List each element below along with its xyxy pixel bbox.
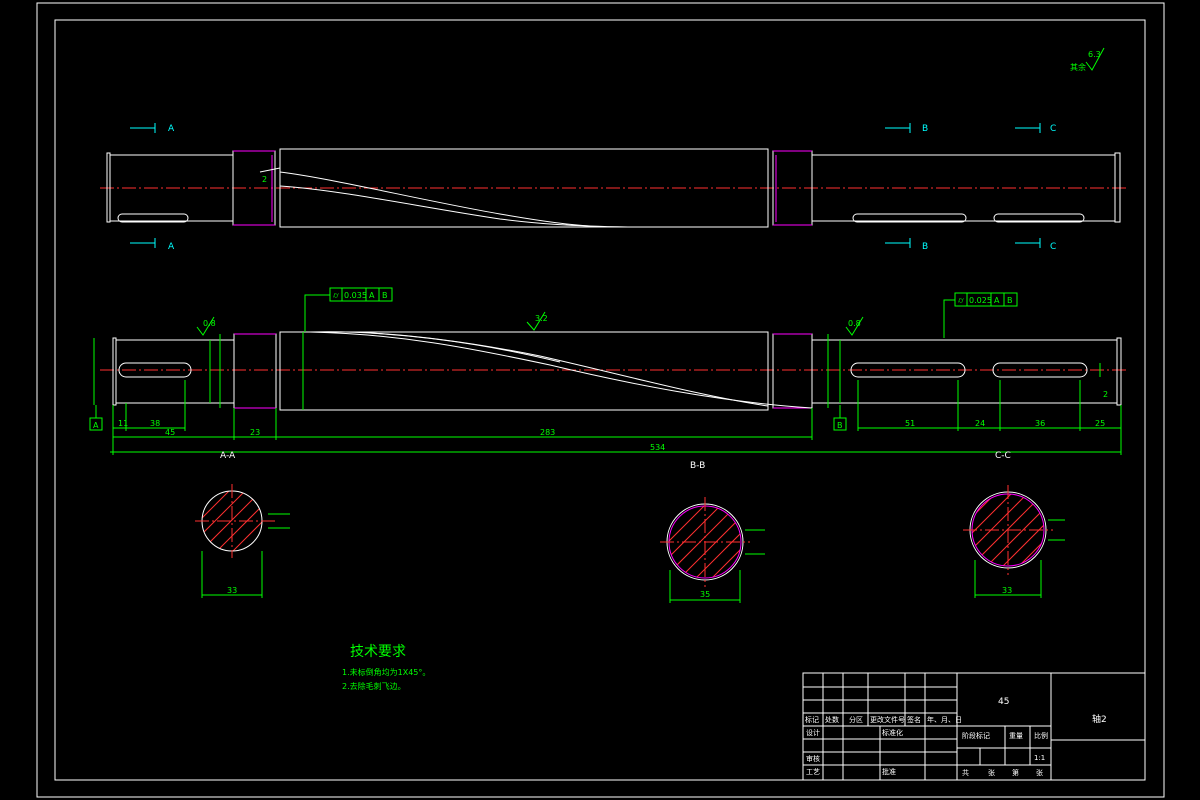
svg-text:11: 11 [118,419,128,428]
technical-notes: 技术要求 1.未标倒角均为1X45°。 2.去除毛刺飞边。 [342,644,430,691]
svg-text:工艺: 工艺 [806,768,820,776]
svg-text:A: A [168,124,175,134]
tolerance-frame-left: ⌭ 0.035 A B [304,287,393,332]
svg-text:C: C [1050,242,1056,252]
svg-text:36: 36 [1035,419,1045,428]
svg-text:张: 张 [1036,768,1043,777]
shaft-top-view: 2 [100,148,1128,228]
title-block: 45 轴2 标记 处数 分区 更改文件号 签名 年、月、日 设计 标准化 审核 … [802,672,1146,781]
svg-text:A-A: A-A [220,451,236,461]
svg-text:3.2: 3.2 [535,314,548,323]
svg-text:33: 33 [1002,586,1012,595]
svg-text:2.去除毛刺飞边。: 2.去除毛刺飞边。 [342,681,406,691]
svg-text:283: 283 [540,428,555,437]
svg-text:标记: 标记 [805,715,819,724]
material: 45 [998,697,1009,707]
section-b-b: B-B 35 [660,461,765,603]
svg-text:33: 33 [227,586,237,595]
svg-text:A: A [369,291,375,300]
inner-border [54,19,1146,781]
svg-text:B: B [382,291,388,300]
svg-text:A: A [994,296,1000,305]
svg-text:A: A [168,242,175,252]
svg-text:B: B [922,242,928,252]
notes-title: 技术要求 [350,644,406,660]
svg-text:⌭: ⌭ [333,291,339,300]
svg-text:1:1: 1:1 [1034,754,1045,762]
svg-text:其余: 其余 [1070,62,1086,72]
svg-text:0.8: 0.8 [848,319,861,328]
svg-text:B: B [1007,296,1013,305]
svg-text:处数: 处数 [825,715,839,724]
svg-text:更改文件号: 更改文件号 [870,715,905,724]
svg-text:B-B: B-B [690,461,705,471]
tolerance-frame-right: ⌭ 0.025 A B [943,292,1018,338]
shaft-front-view [100,331,1128,411]
svg-text:25: 25 [1095,419,1105,428]
svg-text:分区: 分区 [849,715,863,724]
section-c-c: C-C 33 [963,451,1065,598]
section-markers-top: A A B B C C [130,123,1056,252]
svg-text:标准化: 标准化 [882,728,903,737]
svg-text:0.8: 0.8 [203,319,216,328]
svg-text:38: 38 [150,419,160,428]
svg-text:6.3: 6.3 [1088,50,1101,59]
svg-text:C: C [1050,124,1056,134]
svg-text:45: 45 [165,428,175,437]
svg-text:比例: 比例 [1034,731,1048,740]
svg-text:⌭: ⌭ [958,296,964,305]
svg-text:第: 第 [1012,768,1019,777]
svg-text:2: 2 [1103,390,1108,399]
svg-text:重量: 重量 [1009,732,1023,740]
svg-text:审核: 审核 [806,754,820,763]
outer-border [36,2,1165,798]
svg-text:B: B [837,421,843,430]
svg-text:24: 24 [975,419,985,428]
svg-text:534: 534 [650,443,665,452]
roughness-corner: 6.3 其余 [1070,47,1105,72]
svg-text:0.035: 0.035 [344,291,367,300]
svg-text:B: B [922,124,928,134]
svg-text:签名: 签名 [907,715,921,724]
dimension-chain-lower: 11 38 45 23 283 534 51 24 36 25 2 [110,380,1122,455]
svg-text:共: 共 [962,768,969,777]
svg-text:张: 张 [988,768,995,777]
svg-text:0.025: 0.025 [969,296,992,305]
front-annotations: 3.2 0.8 0.8 ⌭ 0.035 A B ⌭ 0.025 A B [89,287,1101,431]
svg-text:阶段标记: 阶段标记 [962,731,990,740]
svg-text:51: 51 [905,419,915,428]
svg-text:C-C: C-C [995,451,1011,461]
svg-text:批准: 批准 [882,767,896,776]
svg-text:年、月、日: 年、月、日 [927,715,962,724]
part-name: 轴2 [1092,713,1107,725]
svg-text:35: 35 [700,590,710,599]
section-a-a: A-A 33 [195,451,290,598]
svg-text:23: 23 [250,428,260,437]
svg-text:2: 2 [262,175,267,184]
svg-text:1.未标倒角均为1X45°。: 1.未标倒角均为1X45°。 [342,667,430,677]
svg-text:设计: 设计 [806,728,820,737]
svg-text:A: A [93,421,99,430]
